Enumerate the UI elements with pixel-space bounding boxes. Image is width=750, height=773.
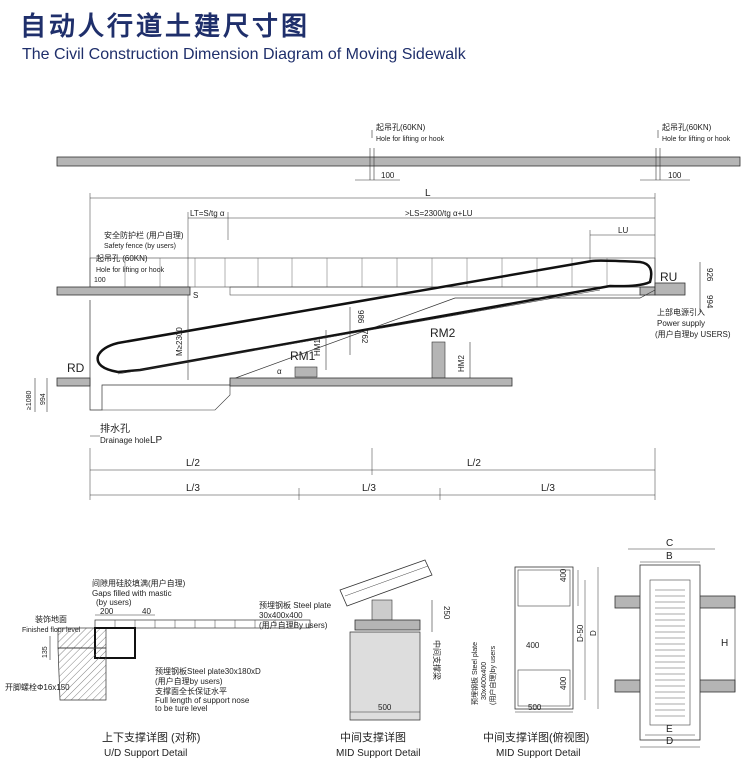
- dim-994b: 994: [40, 393, 47, 405]
- plan-plate-v3: (用户自理)by users: [488, 645, 497, 705]
- drain-en: Drainage hole: [100, 436, 150, 445]
- ud-gap-cn: 间隙用硅胶填满(用户自理): [92, 578, 186, 588]
- ud-bolt: 开脚螺栓Φ16x150: [5, 682, 70, 692]
- mid-plate-users: (用户自理By users): [259, 620, 328, 630]
- hook-right-en: Hole for lifting or hook: [662, 136, 731, 143]
- ud-floor-cn: 装饰地面: [35, 614, 67, 624]
- lower-slab: [229, 377, 513, 387]
- ud-gap-en2: (by users): [96, 598, 132, 607]
- mid-plate-size: 30x400x400: [259, 611, 303, 620]
- hook-left-en: Hole for lifting or hook: [376, 136, 445, 143]
- dim-top-right: 100: [668, 171, 682, 180]
- dim-third-1: L/3: [186, 483, 200, 494]
- dim-top-left: 100: [381, 171, 395, 180]
- plan-view: C B A H E D: [614, 538, 736, 748]
- lower-slab-left: [56, 377, 91, 387]
- dim-M: M≥2300: [175, 327, 184, 356]
- plan-caption-cn: 中间支撑详图(俯视图): [483, 730, 589, 744]
- plan-d400a: 400: [559, 568, 568, 582]
- dim-LS: >LS=2300/tg α+LU: [405, 209, 473, 218]
- plan-caption-en: MID Support Detail: [496, 748, 580, 759]
- hook-right-cn: 起吊孔(60KN): [662, 123, 712, 132]
- ud-support-detail: 间隙用硅胶填满(用户自理) Gaps filled with mastic (b…: [5, 578, 311, 759]
- dim-S: S: [193, 291, 198, 300]
- mid-support-plan: 400 400 400 D-50 D 500 预埋钢板 Steel plate …: [470, 566, 599, 759]
- ud-d135: 135: [42, 646, 49, 658]
- label-alpha: α: [277, 367, 282, 376]
- mid-caption-cn: 中间支撑详图: [340, 730, 406, 744]
- label-RM2: RM2: [430, 326, 456, 340]
- dim-994: 994: [705, 295, 714, 309]
- ud-floor-en: Finished floor level: [22, 627, 81, 634]
- support-RM1: [294, 366, 318, 378]
- dim-LT: LT=S/tg α: [190, 209, 225, 218]
- plan-B: B: [666, 551, 673, 562]
- handrail: [96, 259, 653, 374]
- plan-C: C: [666, 538, 673, 549]
- mid-d250: 250: [442, 606, 451, 620]
- ud-plate-users: (用户自理by users): [155, 676, 223, 686]
- mid-beam-cn: 中间支撑梁: [432, 640, 442, 680]
- dim-L: L: [425, 188, 431, 199]
- drain-cn: 排水孔: [100, 422, 130, 435]
- dim-HM1: HM1: [313, 339, 322, 356]
- elevation-view: L LT=S/tg α >LS=2300/tg α+LU LU 安全防护栏 (用…: [26, 188, 731, 500]
- dim-926: 926: [705, 268, 714, 282]
- safety-fence-en: Safety fence (by users): [104, 243, 176, 250]
- plan-plate-v2: 30x400x400: [481, 662, 488, 700]
- plan-H: H: [721, 638, 728, 649]
- dim-elev-100: 100: [94, 277, 106, 284]
- plan-E: E: [666, 724, 673, 735]
- dim-half-right: L/2: [467, 458, 481, 469]
- top-view: 起吊孔(60KN) Hole for lifting or hook 起吊孔(6…: [56, 123, 741, 181]
- mid-support-detail: 预埋钢板 Steel plate 30x400x400 (用户自理By user…: [259, 559, 451, 759]
- hook-elev-en: Hole for lifting or hook: [96, 267, 165, 274]
- power-en: Power supply: [657, 319, 705, 328]
- mid-d500: 500: [378, 703, 392, 712]
- dim-LU: LU: [618, 226, 628, 235]
- plan-dD: D: [589, 630, 598, 636]
- ud-plate-cn: 预埋钢板Steel plate30x180xD: [155, 666, 261, 676]
- power-cn: 上部电源引入: [657, 307, 705, 317]
- dim-986: 986: [356, 310, 365, 324]
- plan-dD50: D-50: [576, 624, 585, 642]
- dim-LP: LP: [150, 435, 163, 446]
- ud-caption-en: U/D Support Detail: [104, 748, 187, 759]
- mid-caption-en: MID Support Detail: [336, 748, 420, 759]
- plan-D: D: [666, 736, 673, 747]
- ud-gap-en1: Gaps filled with mastic: [92, 589, 172, 598]
- dim-third-2: L/3: [362, 483, 376, 494]
- page-title: 自动人行道土建尺寸图: [20, 12, 311, 42]
- label-RU: RU: [660, 270, 677, 284]
- page-subtitle: The Civil Construction Dimension Diagram…: [22, 46, 466, 63]
- ud-caption-cn: 上下支撑详图 (对称): [102, 730, 200, 744]
- dim-third-3: L/3: [541, 483, 555, 494]
- dim-HM2: HM2: [457, 355, 466, 372]
- plan-d500: 500: [528, 703, 542, 712]
- ud-d200: 200: [100, 607, 114, 616]
- ud-d40: 40: [142, 607, 151, 616]
- dim-half-left: L/2: [186, 458, 200, 469]
- upper-slab-left: [56, 286, 191, 296]
- label-RM1: RM1: [290, 349, 316, 363]
- support-RM2: [431, 341, 446, 379]
- ud-support-cn: 支撑面全长保证水平: [155, 686, 227, 696]
- plan-plate-v1: 预埋钢板 Steel plate: [470, 642, 479, 705]
- mid-plate-cn: 预埋钢板 Steel plate: [259, 600, 332, 610]
- hook-left-cn: 起吊孔(60KN): [376, 123, 426, 132]
- top-slab: [56, 156, 741, 167]
- hook-elev-cn: 起吊孔 (60KN): [96, 254, 148, 263]
- label-RD: RD: [67, 361, 85, 375]
- plan-d400b: 400: [559, 676, 568, 690]
- power-cn2: (用户自理by USERS): [655, 329, 731, 339]
- ud-support-en1: Full length of support nose: [155, 696, 250, 705]
- safety-fence-cn: 安全防护栏 (用户自理): [104, 230, 184, 240]
- plan-d400c: 400: [526, 641, 540, 650]
- dim-1080: ≥1080: [26, 390, 33, 410]
- safety-fence: [89, 257, 656, 288]
- dim-762: 762: [360, 330, 369, 344]
- ud-support-en2: to be ture level: [155, 704, 208, 713]
- upper-slab-right: [654, 282, 686, 296]
